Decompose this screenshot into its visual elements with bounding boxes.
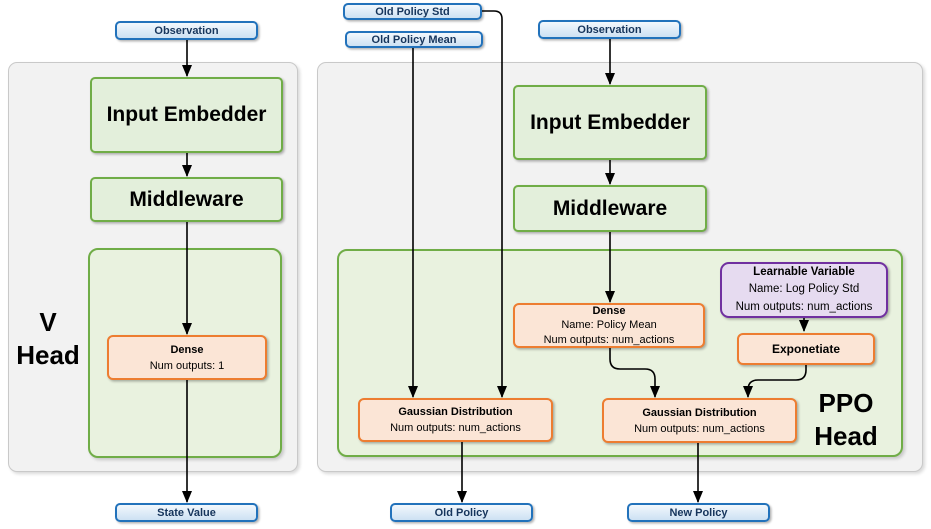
node-old-policy-std: Old Policy Std: [343, 3, 482, 20]
dense-policy-mean-name: Name: Policy Mean: [561, 319, 657, 332]
node-learnable-variable: Learnable Variable Name: Log Policy Std …: [720, 262, 888, 318]
node-gaussian-distribution-old: Gaussian Distribution Num outputs: num_a…: [358, 398, 553, 442]
node-old-policy-mean: Old Policy Mean: [345, 31, 483, 48]
v-head-label-line2: Head: [16, 340, 80, 370]
node-input-embedder-left: Input Embedder: [90, 77, 283, 153]
edge-old-policy-std-to-gaussian-old: [482, 10, 507, 398]
learnable-variable-title: Learnable Variable: [753, 265, 855, 278]
node-state-value: State Value: [115, 503, 258, 522]
node-middleware-right: Middleware: [513, 185, 707, 232]
edge-dense-to-gaussian-new: [609, 348, 660, 398]
node-observation-right: Observation: [538, 20, 681, 39]
node-exponetiate: Exponetiate: [737, 333, 875, 365]
node-gaussian-distribution-new: Gaussian Distribution Num outputs: num_a…: [602, 398, 797, 443]
edge-exponetiate-to-gaussian-new: [743, 365, 807, 398]
learnable-variable-num-outputs: Num outputs: num_actions: [735, 300, 873, 313]
dense-policy-mean-title: Dense: [592, 304, 626, 317]
node-input-embedder-right: Input Embedder: [513, 85, 707, 160]
node-observation-left: Observation: [115, 21, 258, 40]
gaussian-new-num-outputs: Num outputs: num_actions: [634, 422, 765, 435]
dense-policy-mean-num-outputs: Num outputs: num_actions: [543, 333, 675, 346]
dense-v-title: Dense: [170, 343, 204, 356]
node-old-policy: Old Policy: [390, 503, 533, 522]
ppo-head-label-line1: PPO: [818, 388, 874, 418]
gaussian-old-title: Gaussian Distribution: [398, 406, 513, 418]
ppo-head-label-line2: Head: [814, 421, 878, 451]
learnable-variable-name: Name: Log Policy Std: [748, 283, 860, 296]
node-dense-policy-mean: Dense Name: Policy Mean Num outputs: num…: [513, 303, 705, 348]
gaussian-new-title: Gaussian Distribution: [642, 406, 757, 419]
gaussian-old-num-outputs: Num outputs: num_actions: [390, 422, 521, 434]
v-head-label-line1: V: [39, 307, 57, 337]
ppo-head-label: PPO Head: [793, 387, 899, 453]
node-dense-v: Dense Num outputs: 1: [107, 335, 267, 380]
v-head-label: V Head: [9, 306, 87, 372]
node-new-policy: New Policy: [627, 503, 770, 522]
node-middleware-left: Middleware: [90, 177, 283, 222]
dense-v-num-outputs: Num outputs: 1: [149, 359, 225, 372]
